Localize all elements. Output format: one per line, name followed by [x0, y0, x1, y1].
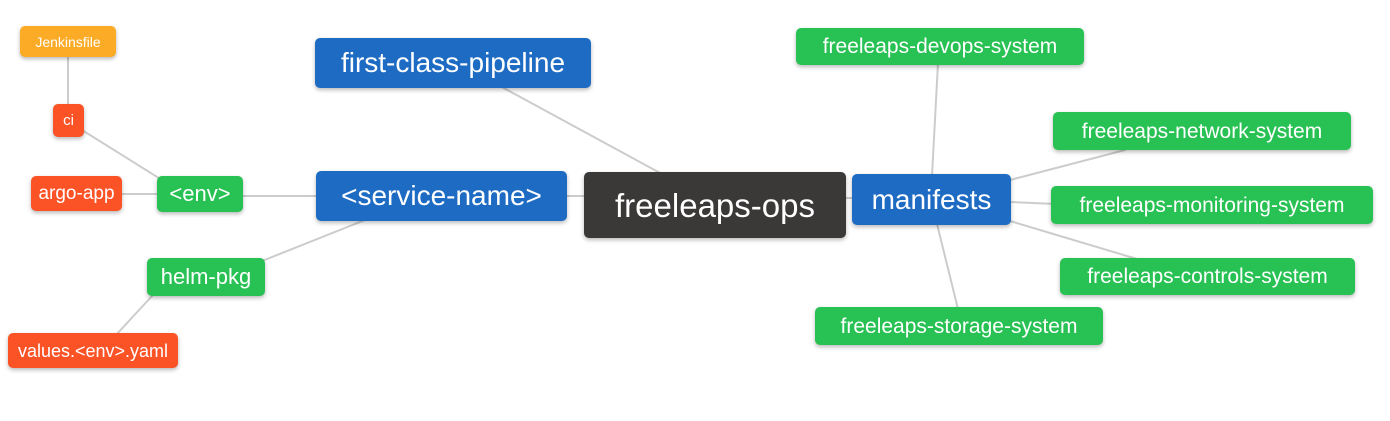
node-jenkinsfile[interactable]: Jenkinsfile — [20, 26, 116, 57]
node-freeleaps-storage-system[interactable]: freeleaps-storage-system — [815, 307, 1103, 345]
node-service-name[interactable]: <service-name> — [316, 171, 567, 221]
node-first-class-pipeline[interactable]: first-class-pipeline — [315, 38, 591, 88]
edge-manifests-devops-system — [931, 62, 939, 177]
node-env[interactable]: <env> — [157, 176, 243, 212]
node-argo-app[interactable]: argo-app — [31, 176, 122, 211]
node-manifests[interactable]: manifests — [852, 174, 1011, 225]
node-freeleaps-network-system[interactable]: freeleaps-network-system — [1053, 112, 1351, 150]
edge-manifests-network-system — [1009, 149, 1126, 181]
node-values-env-yaml[interactable]: values.<env>.yaml — [8, 333, 178, 368]
edge-pipeline-freeleaps-ops — [499, 85, 663, 175]
node-freeleaps-ops-root[interactable]: freeleaps-ops — [584, 172, 846, 238]
edge-ci-env — [81, 129, 163, 181]
edge-helm-pkg-service-name — [261, 219, 366, 262]
edge-values-helm-pkg — [115, 295, 153, 336]
node-freeleaps-devops-system[interactable]: freeleaps-devops-system — [796, 28, 1084, 65]
node-freeleaps-controls-system[interactable]: freeleaps-controls-system — [1060, 258, 1355, 295]
node-freeleaps-monitoring-system[interactable]: freeleaps-monitoring-system — [1051, 186, 1373, 224]
node-helm-pkg[interactable]: helm-pkg — [147, 258, 265, 296]
edge-manifests-controls-system — [1009, 220, 1138, 260]
node-ci[interactable]: ci — [53, 104, 84, 137]
edge-manifests-storage-system — [936, 223, 959, 310]
edge-manifests-monitoring-system — [1009, 201, 1056, 205]
